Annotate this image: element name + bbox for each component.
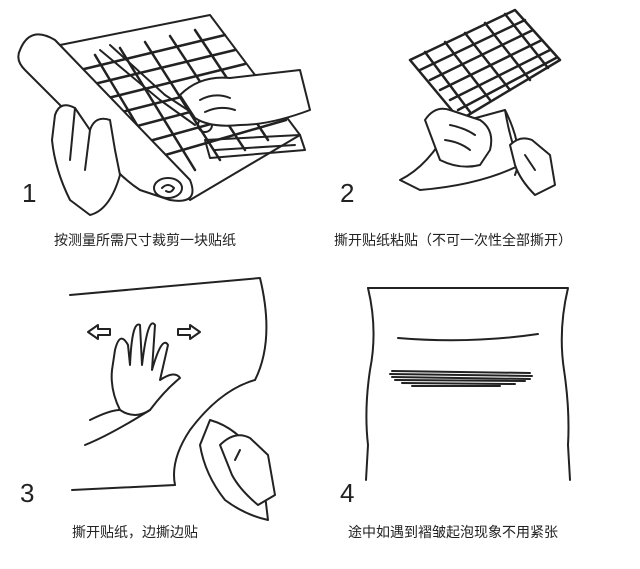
step-caption-1: 按测量所需尺寸裁剪一块贴纸: [54, 233, 236, 249]
step-number-4: 4: [340, 478, 355, 508]
sheet-outline: [70, 278, 266, 490]
right-hand: [180, 70, 310, 126]
applied-sheet: [368, 288, 570, 480]
step-number-1: 1: [22, 178, 37, 208]
step-caption-2: 撕开贴纸粘贴（不可一次性全部撕开）: [334, 233, 572, 249]
step-2-panel: 2 撕开贴纸粘贴（不可一次性全部撕开）: [320, 0, 640, 260]
step-2-illustration: [320, 0, 640, 260]
left-arrow-icon: [88, 325, 110, 339]
step-caption-4: 途中如遇到褶皱起泡现象不用紧张: [348, 525, 558, 541]
peeling-hand: [220, 435, 275, 505]
step-4-illustration: [320, 270, 640, 569]
pressing-hand: [112, 323, 180, 415]
paper-roll: [18, 34, 192, 200]
step-number-2: 2: [340, 178, 355, 208]
right-arrow-icon: [178, 325, 200, 339]
grid-sheet: [410, 10, 560, 120]
step-1-panel: 1 按测量所需尺寸裁剪一块贴纸: [0, 0, 320, 260]
step-3-panel: 3 撕开贴纸，边撕边贴: [0, 270, 320, 569]
step-4-panel: 4 途中如遇到褶皱起泡现象不用紧张: [320, 270, 640, 569]
step-3-illustration: [0, 270, 320, 569]
step-caption-3: 撕开贴纸，边撕边贴: [72, 525, 198, 541]
step-1-illustration: [0, 0, 320, 260]
wrinkle-line: [398, 334, 538, 340]
bubble-shading: [390, 371, 532, 386]
left-hand: [425, 109, 491, 167]
step-number-3: 3: [20, 478, 35, 508]
